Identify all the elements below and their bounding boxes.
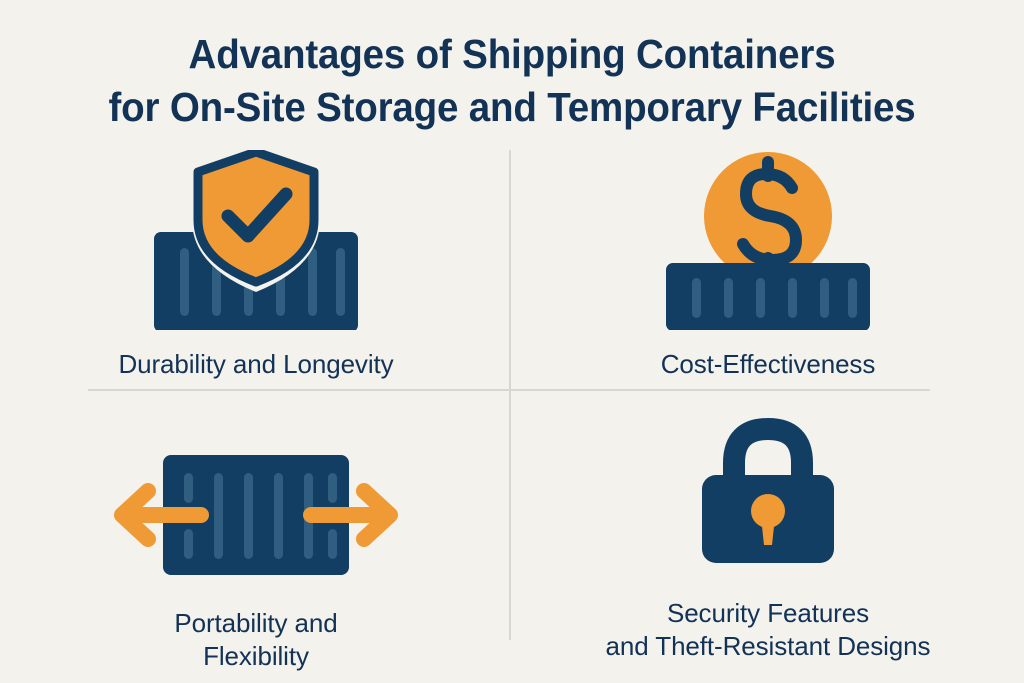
shield-check-container-icon [136,150,376,330]
vertical-divider [509,150,511,640]
padlock-icon [678,398,858,573]
feature-label-security: Security Features and Theft-Resistant De… [605,598,931,661]
feature-item-cost: Cost-Effectiveness [512,150,1024,381]
page-title: Advantages of Shipping Containers for On… [0,28,1024,134]
feature-item-portability: Portability and Flexibility [0,410,512,673]
container-arrows-icon [106,410,406,585]
dollar-coin-container-icon [648,150,888,330]
feature-label-durability: Durability and Longevity [118,349,394,379]
title-line-1: Advantages of Shipping Containers [188,31,836,77]
feature-item-durability: Durability and Longevity [0,150,512,381]
feature-label-portability: Portability and Flexibility [174,608,338,671]
feature-item-security: Security Features and Theft-Resistant De… [512,398,1024,663]
title-line-2: for On-Site Storage and Temporary Facili… [108,84,916,130]
feature-label-cost: Cost-Effectiveness [660,349,876,379]
